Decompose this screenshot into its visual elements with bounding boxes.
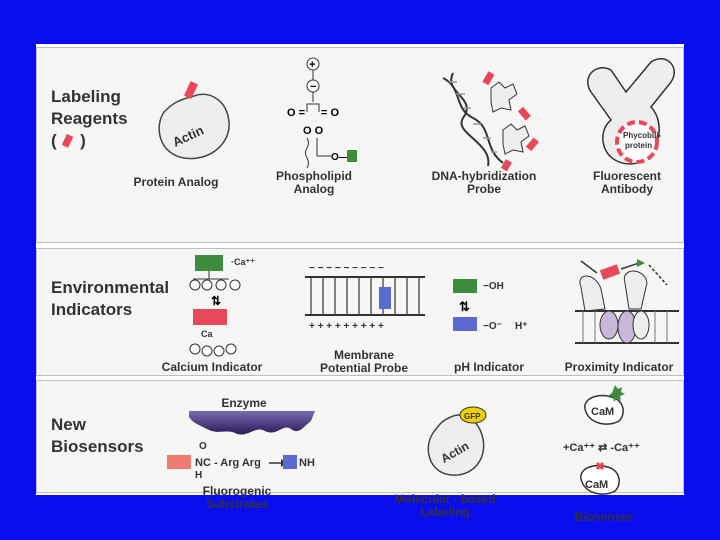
label-biosensor: Biosensor (574, 510, 634, 524)
red-label-icon (183, 81, 199, 99)
labeling-reagents-section: Labeling Reagents ( ) Actin Protein Anal… (36, 47, 684, 243)
label-protein-analog: Protein Analog (133, 175, 219, 189)
salmon-substrate-box (167, 455, 191, 469)
enzyme-shape (189, 411, 315, 435)
environmental-indicators-section: Environmental Indicators ·Ca⁺⁺ ⇅ Ca Calc… (36, 248, 684, 376)
svg-text:CaM: CaM (591, 406, 614, 418)
svg-text:O O: O O (303, 125, 324, 137)
label-dna-probe: DNA-hybridization Probe (431, 169, 537, 196)
svg-text:+ + + + + + + + +: + + + + + + + + + (309, 321, 384, 332)
section-title-labeling: Labeling Reagents ( ) (51, 87, 128, 150)
membrane-bilayer: − − − − − − − − − + + + + + + + + + (305, 263, 425, 332)
label-enzyme: Enzyme (221, 396, 267, 410)
blue-product-box (283, 455, 297, 469)
diagram-panel: Labeling Reagents ( ) Actin Protein Anal… (36, 44, 684, 524)
label-molecular-labeling: Molecular - based Labeling (394, 492, 496, 519)
svg-text:−: − (310, 81, 316, 93)
svg-text:Ca: Ca (201, 329, 213, 339)
label-phospholipid-analog: Phospholipid Analog (276, 169, 352, 196)
svg-text:O =: O = (287, 107, 305, 119)
cam-top-blob: CaM (584, 385, 625, 425)
section-title-environmental: Environmental Indicators (51, 278, 170, 319)
svg-text:⇅: ⇅ (459, 299, 470, 314)
label-membrane-probe: Membrane Potential Probe (319, 348, 408, 375)
red-label-icon (62, 133, 74, 148)
ph-indicator-diagram: ⇅ (453, 279, 477, 331)
actin-blob: Actin (158, 81, 230, 160)
svg-text:Phycobili-: Phycobili- (623, 131, 662, 140)
svg-text:= O: = O (321, 107, 339, 119)
phospholipid-structure: + − O = = O O O O— (287, 57, 357, 169)
svg-text:GFP: GFP (464, 412, 481, 421)
fluorescent-antibody: Phycobili- protein (587, 58, 675, 165)
gfp-actin-blob: GFP Actin (427, 406, 487, 476)
label-fluorescent-antibody: Fluorescent Antibody (592, 169, 661, 196)
label-ph-indicator: pH Indicator (453, 360, 524, 374)
svg-text:⇅: ⇅ (211, 294, 221, 308)
section-title-biosensors: New Biosensors (51, 415, 144, 456)
svg-text:·Ca⁺⁺: ·Ca⁺⁺ (231, 257, 255, 267)
label-fluorogenic-substrates: Fluorogenic Substrates (202, 484, 272, 511)
svg-text:+: + (309, 59, 315, 71)
calcium-indicator-diagram: ·Ca⁺⁺ ⇅ Ca (189, 255, 255, 357)
new-biosensors-section: New Biosensors Enzyme O NC - Arg Arg NH … (36, 380, 684, 524)
proximity-indicator-diagram (575, 259, 679, 344)
dna-helix (442, 71, 539, 172)
label-calcium-indicator: Calcium Indicator (161, 360, 263, 374)
green-label-icon (347, 150, 357, 162)
svg-text:protein: protein (625, 141, 652, 150)
svg-text:− − − − − − − − −: − − − − − − − − − (309, 263, 384, 274)
cam-bottom-blob: CaM (580, 461, 620, 495)
label-proximity-indicator: Proximity Indicator (564, 360, 674, 374)
svg-text:O—: O— (331, 152, 349, 163)
svg-text:CaM: CaM (585, 479, 608, 491)
